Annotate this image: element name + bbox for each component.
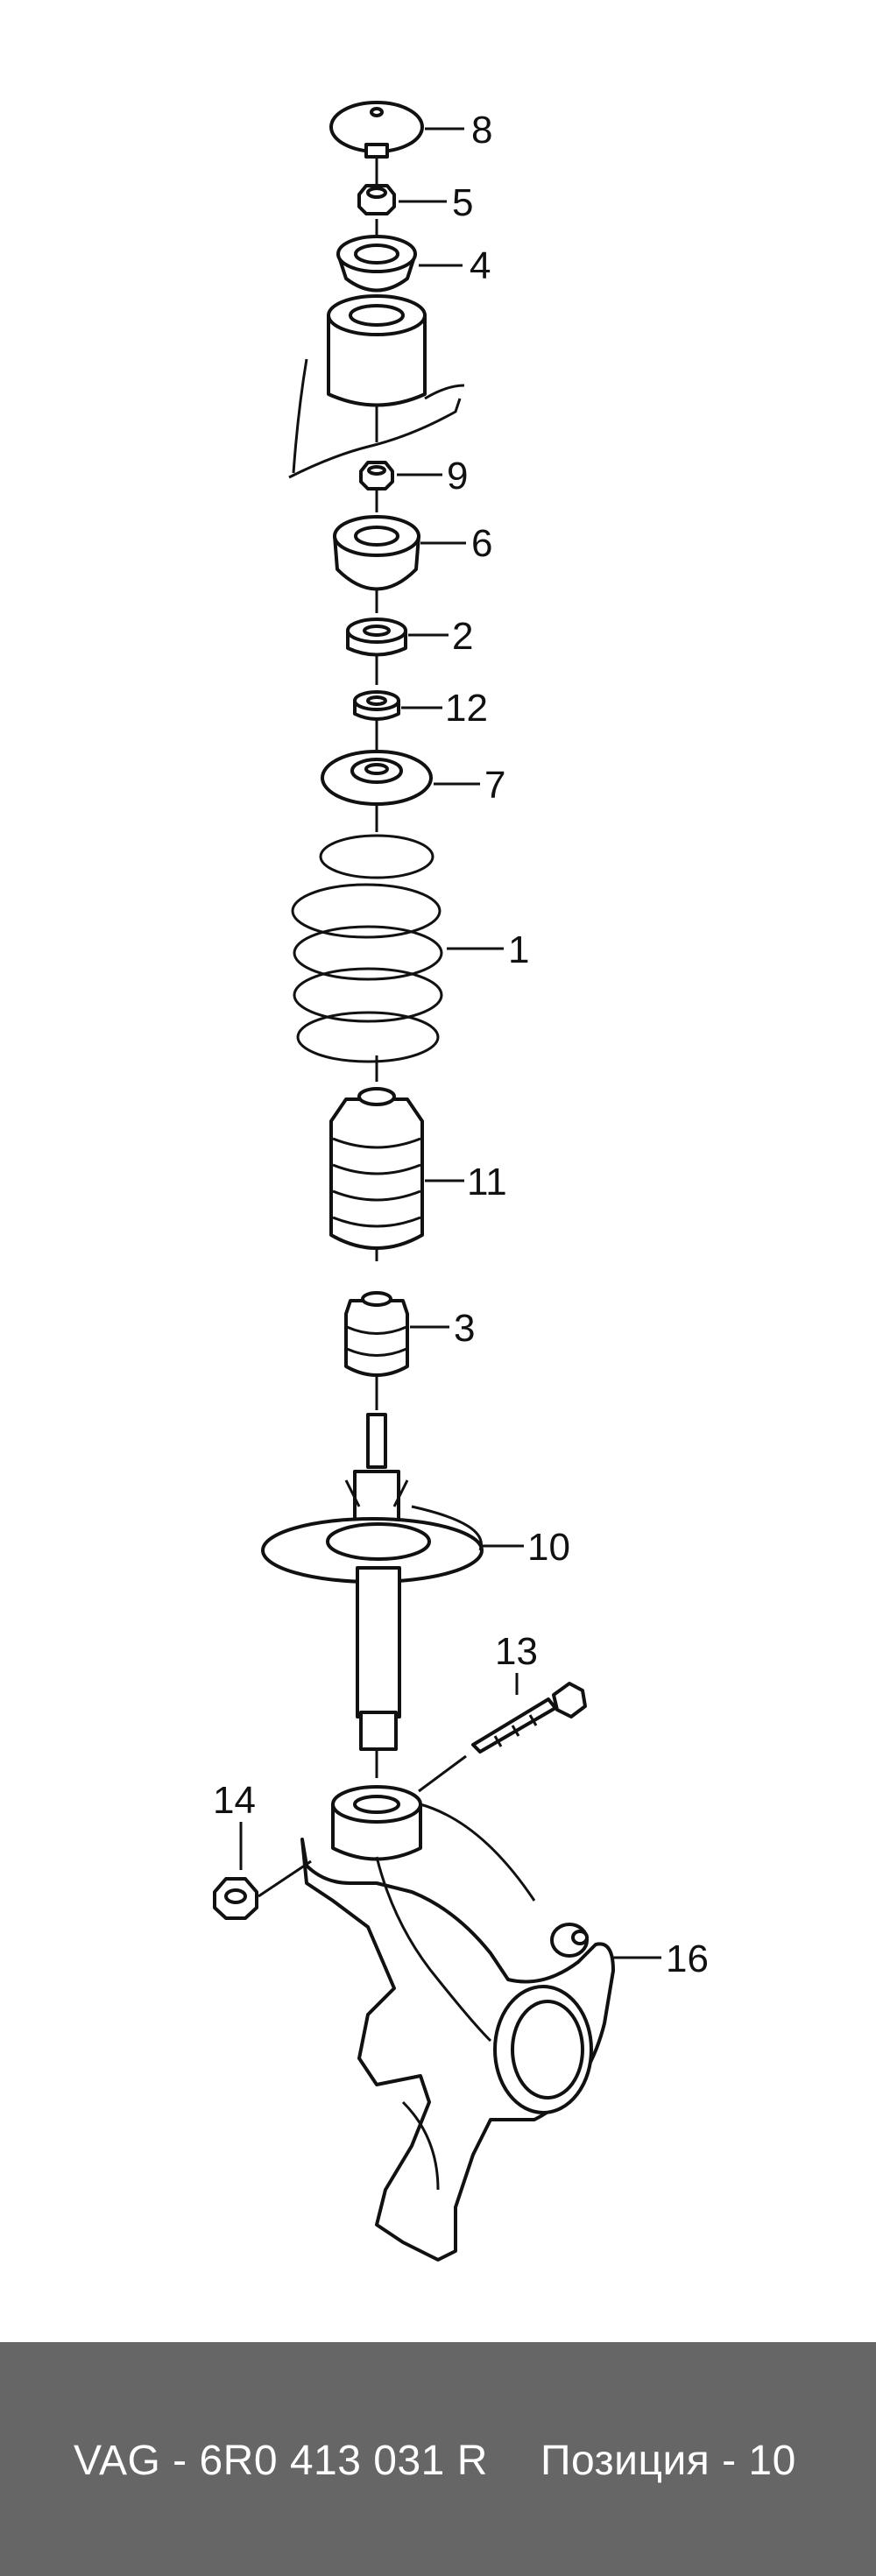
part-bump-stop [344, 1291, 409, 1377]
callout-label: 1 [508, 928, 529, 971]
part-nut-top [357, 184, 396, 215]
part-dust-boot [329, 1087, 424, 1250]
part-nut-lower [359, 461, 394, 490]
part-steering-knuckle [300, 1785, 661, 2262]
callout-label: 12 [445, 687, 488, 730]
callout-label: 10 [527, 1526, 570, 1569]
callout-labels: 8 5 4 9 6 2 12 7 1 11 3 10 13 14 16 [213, 109, 709, 1980]
callout-label: 3 [454, 1307, 475, 1350]
footer-bar [0, 2342, 876, 2576]
callout-leaders [397, 127, 524, 1695]
callout-label: 11 [467, 1161, 507, 1203]
callout-label: 8 [471, 109, 492, 152]
callout-label: 9 [447, 455, 468, 498]
part-shock-absorber [261, 1413, 484, 1751]
strut-exploded-diagram: 8 5 4 9 6 2 12 7 1 11 3 10 13 14 16 [213, 101, 709, 2262]
callout-label: 2 [452, 615, 473, 658]
part-nut-clamp [213, 1822, 312, 1920]
body-tower-section [288, 294, 465, 479]
part-bushing [346, 618, 407, 657]
callout-label: 14 [213, 1779, 256, 1822]
callout-label: 5 [452, 181, 473, 224]
part-coil-spring [291, 834, 443, 1063]
callout-label: 7 [484, 764, 505, 807]
part-cap [329, 101, 424, 159]
callout-label: 6 [471, 522, 492, 565]
part-top-mount [336, 235, 417, 293]
part-washer [353, 690, 400, 721]
callout-label: 4 [470, 244, 491, 287]
part-bolt [418, 1682, 587, 1793]
callout-label: 16 [666, 1937, 709, 1980]
part-strut-bearing [333, 515, 420, 591]
callout-label: 13 [495, 1630, 538, 1673]
part-number-label: VAG - 6R0 413 031 R [74, 2438, 488, 2484]
position-label: Позиция - 10 [540, 2438, 796, 2484]
part-spring-seat-upper [321, 750, 433, 806]
